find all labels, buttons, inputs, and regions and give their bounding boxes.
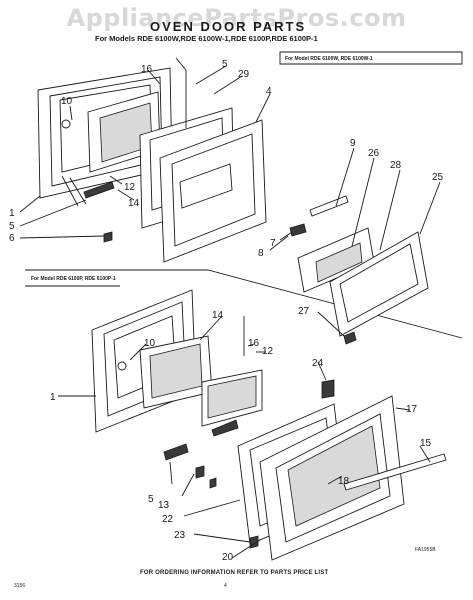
outer-door-panel-top xyxy=(159,119,267,263)
page-code: 3156 xyxy=(14,583,26,589)
watermark: AppliancePartsPros.com xyxy=(66,4,407,32)
callout-12-bottom: 12 xyxy=(262,346,274,357)
callout-25: 25 xyxy=(432,172,444,183)
callout-28: 28 xyxy=(390,160,402,171)
callout-14-top: 14 xyxy=(128,198,140,209)
diagram-title: OVEN DOOR PARTS xyxy=(150,19,307,34)
page-number: 4 xyxy=(224,583,227,589)
callout-5-bottom: 5 xyxy=(148,494,154,505)
hinge-clip-top xyxy=(289,223,307,237)
callout-10-top: 10 xyxy=(61,96,73,107)
callout-9: 9 xyxy=(350,138,356,149)
ordering-footer: FOR ORDERING INFORMATION REFER TO PARTS … xyxy=(140,570,329,576)
callout-16-top: 16 xyxy=(141,64,153,75)
callout-22: 22 xyxy=(162,514,174,525)
screw-top xyxy=(103,231,113,243)
bracket-24 xyxy=(321,379,335,399)
callout-10-bottom: 10 xyxy=(144,338,156,349)
hinge-clip-bottom xyxy=(195,465,205,479)
callout-1-top: 1 xyxy=(9,208,15,219)
window-frame-bottom xyxy=(139,335,213,409)
callout-26: 26 xyxy=(368,148,380,159)
callout-4: 4 xyxy=(266,86,272,97)
callout-16-bottom: 16 xyxy=(248,338,260,349)
callout-1-bottom: 1 xyxy=(50,392,56,403)
callout-17: 17 xyxy=(406,404,418,415)
inset-bottom-label: For Model RDE 6100P, RDE 6100P-1 xyxy=(31,276,116,282)
callout-6: 6 xyxy=(9,233,15,244)
callout-14-bottom: 14 xyxy=(212,310,224,321)
callout-23: 23 xyxy=(174,530,186,541)
callout-13: 13 xyxy=(158,500,170,511)
vertical-rod-top xyxy=(175,57,187,128)
callout-12-top: 12 xyxy=(124,182,136,193)
inset-top-label: For Model RDE 6100W, RDE 6100W-1 xyxy=(285,56,373,62)
callout-27: 27 xyxy=(298,306,310,317)
callout-8: 8 xyxy=(258,248,264,259)
vent-window-assembly xyxy=(297,227,429,337)
callout-29: 29 xyxy=(238,69,250,80)
callout-15: 15 xyxy=(420,438,432,449)
inset-top-box xyxy=(279,51,463,65)
outer-door-frame-bottom xyxy=(259,395,405,561)
vent-trim-top xyxy=(309,195,349,217)
callout-24: 24 xyxy=(312,358,324,369)
diagram-subtitle: For Models RDE 6100W,RDE 6100W-1,RDE 610… xyxy=(95,34,318,43)
clip-27 xyxy=(343,331,357,345)
callout-5-top-a: 5 xyxy=(222,59,228,70)
callout-7: 7 xyxy=(270,238,276,249)
drawing-code: FA1955B xyxy=(415,547,436,553)
callout-5-top-b: 5 xyxy=(9,221,15,232)
screw-bottom xyxy=(209,477,217,489)
leader-lines xyxy=(19,65,441,559)
window-pane-bottom xyxy=(201,369,263,427)
door-handle-bottom xyxy=(343,453,447,491)
callout-20: 20 xyxy=(222,552,234,563)
callout-18: 18 xyxy=(338,476,350,487)
hinge-springs-bottom xyxy=(163,419,239,461)
